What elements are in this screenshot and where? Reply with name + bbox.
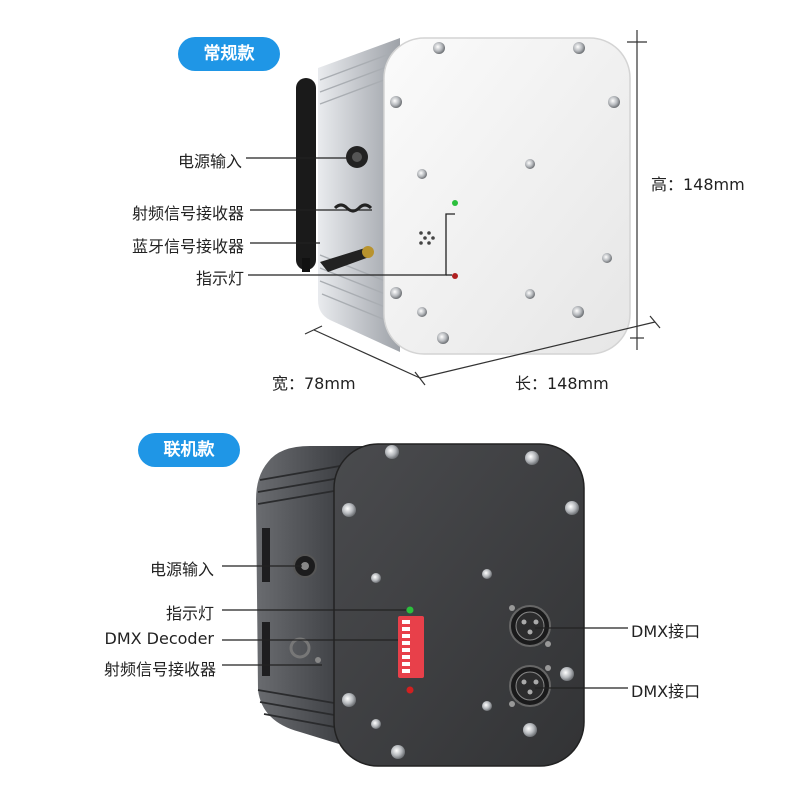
- label-dmx-port-1: DMX接口: [631, 622, 701, 641]
- rf-coil: [333, 203, 373, 213]
- label-power-input: 电源输入: [177, 152, 242, 171]
- dmx-connector-2: [509, 665, 551, 707]
- dimension-width: 宽：78mm: [272, 374, 356, 393]
- led-green: [452, 200, 458, 206]
- screws-linked: [342, 445, 579, 759]
- dimension-lines: [304, 30, 661, 386]
- led-red: [452, 273, 458, 279]
- antenna: [296, 78, 316, 270]
- label-rf-receiver: 射频信号接收器: [131, 204, 244, 223]
- label-rf-receiver-linked: 射频信号接收器: [103, 660, 216, 679]
- label-dmx-decoder: DMX Decoder: [104, 629, 215, 648]
- linked-device: [256, 443, 585, 767]
- badge-linked: 联机款: [138, 433, 240, 467]
- leader-lines-regular: [246, 157, 455, 276]
- label-indicator-linked: 指示灯: [165, 604, 214, 623]
- screws: [390, 42, 620, 344]
- dimension-length: 长：148mm: [515, 374, 609, 393]
- leader-lines-linked: [222, 565, 628, 689]
- bt-antenna: [320, 248, 372, 272]
- speaker-holes: [419, 231, 435, 245]
- label-power-input-linked: 电源输入: [149, 560, 214, 579]
- label-dmx-port-2: DMX接口: [631, 682, 701, 701]
- white-panel: [383, 37, 631, 355]
- led-red-linked: [406, 686, 414, 694]
- led-green-linked: [406, 606, 414, 614]
- label-bt-receiver: 蓝牙信号接收器: [131, 237, 244, 256]
- black-panel: [333, 443, 585, 767]
- badge-regular: 常规款: [178, 37, 280, 71]
- rf-coil-linked: [289, 637, 311, 659]
- aluminum-body: [318, 38, 400, 352]
- label-indicator: 指示灯: [195, 269, 244, 288]
- dip-switch: [398, 616, 424, 678]
- dark-fins: [257, 465, 341, 729]
- dmx-connector-1: [509, 605, 551, 647]
- dimension-height: 高：148mm: [651, 175, 745, 194]
- regular-device: [296, 37, 631, 355]
